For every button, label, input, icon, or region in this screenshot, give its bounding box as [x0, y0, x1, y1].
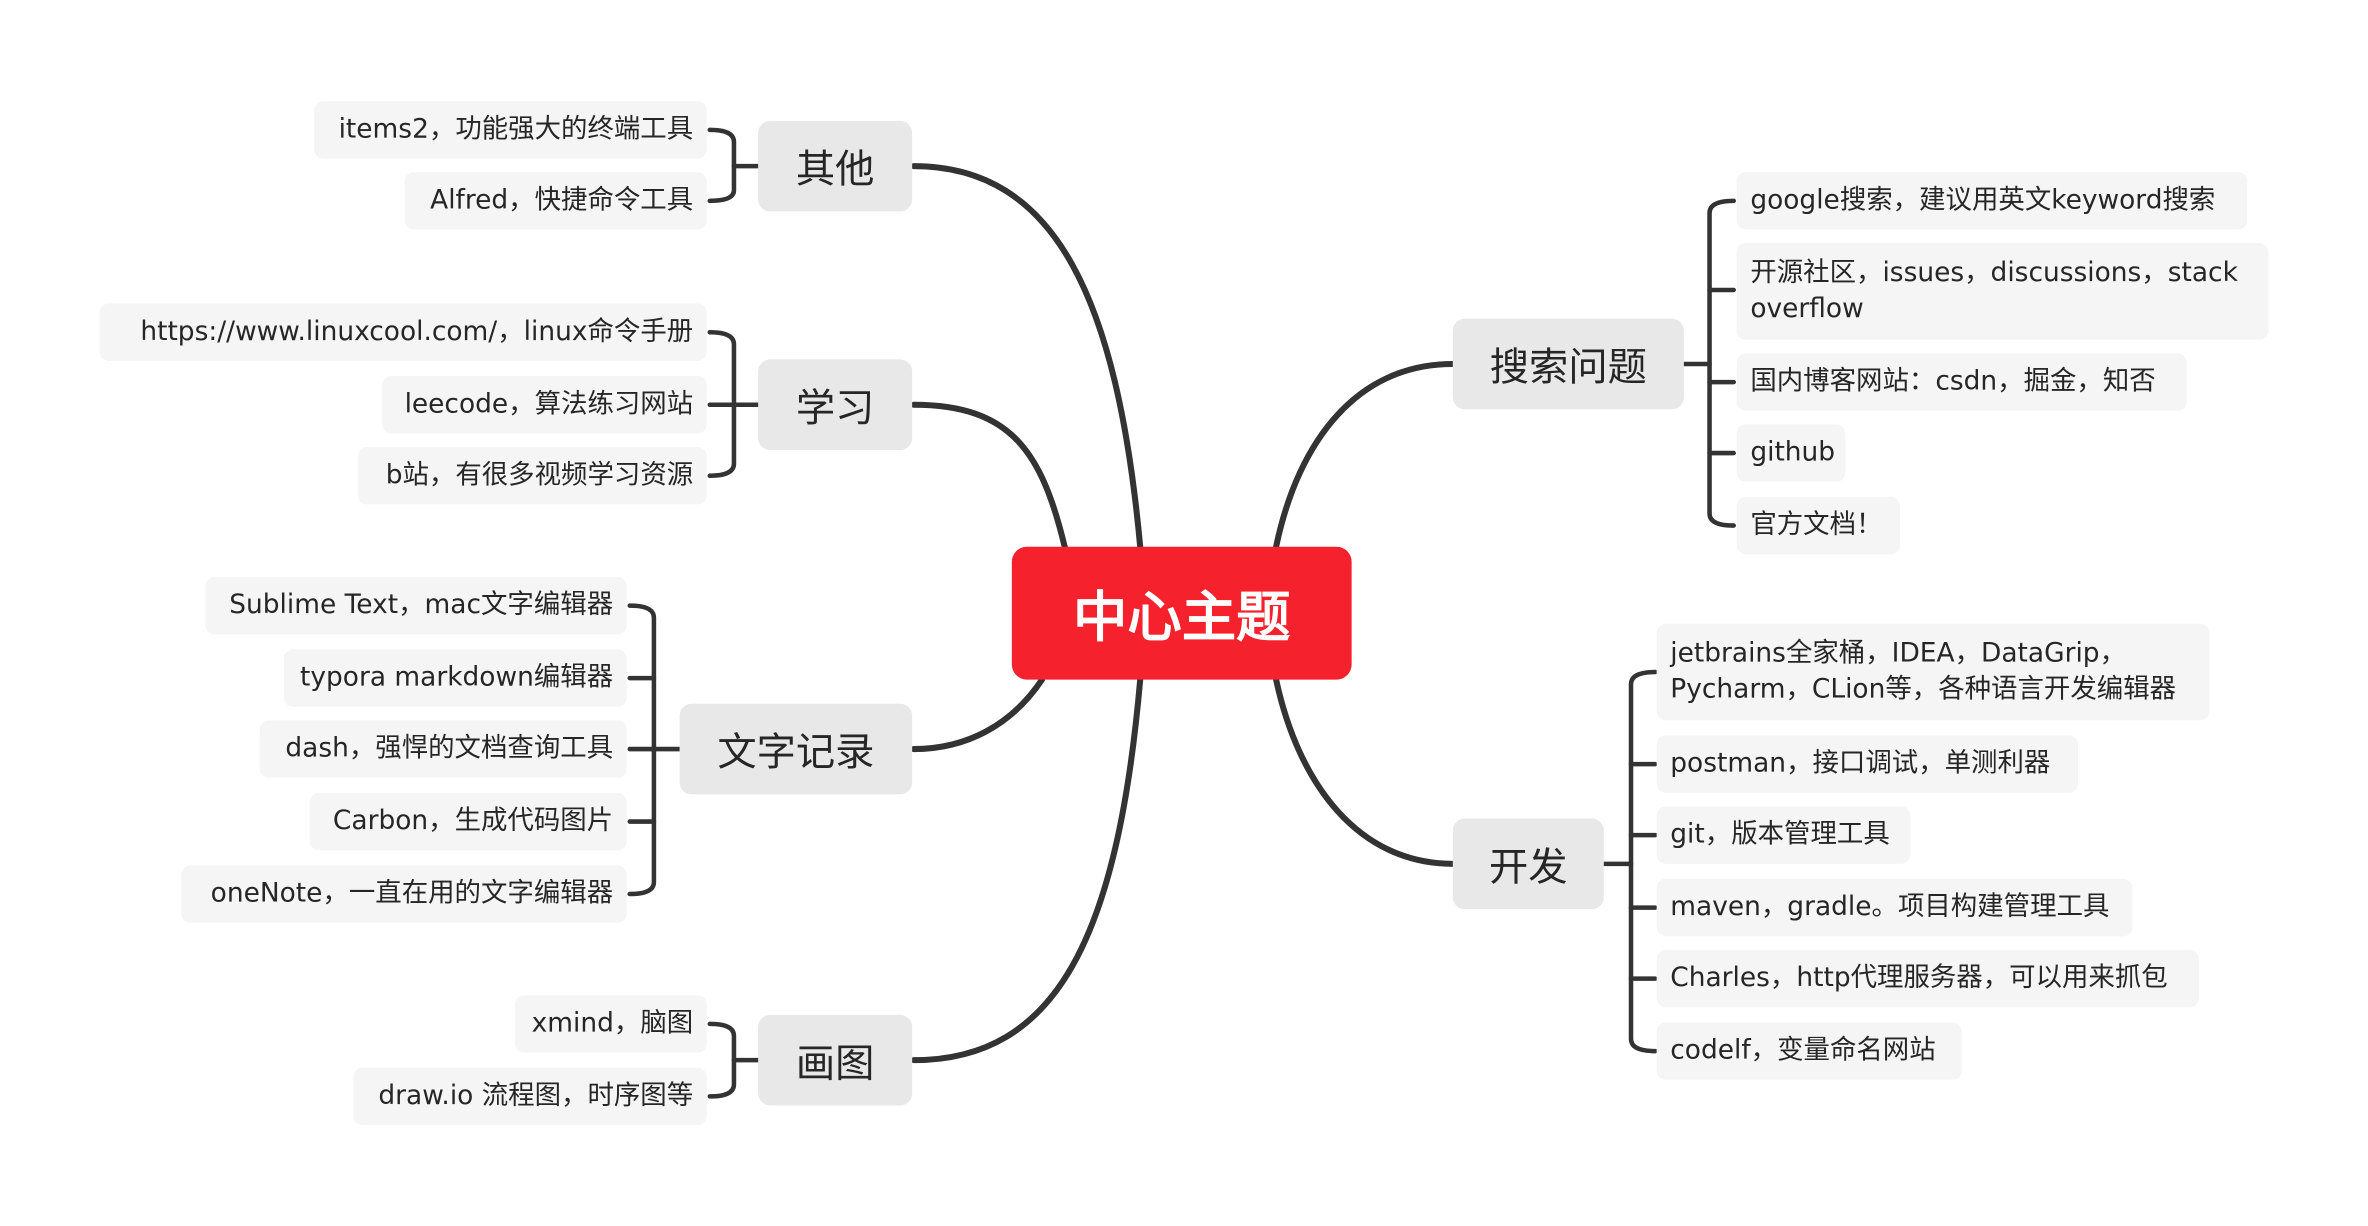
leaf-label: postman，接口调试，单测利器: [1670, 749, 2051, 780]
leaf-label: 官方文档！: [1750, 510, 1883, 541]
leaf-draw-2[interactable]: draw.io 流程图，时序图等: [353, 1067, 707, 1126]
branch-dev[interactable]: 开发: [1452, 818, 1604, 910]
leaf-dev-6[interactable]: codelf，变量命名网站: [1656, 1022, 1962, 1080]
leaf-label: 国内博客网站：csdn，掘金，知否: [1750, 366, 2156, 398]
leaf-other-2[interactable]: Alfred，快捷命令工具: [404, 172, 707, 230]
leaf-notes-5[interactable]: oneNote，一直在用的文字编辑器: [181, 865, 627, 923]
leaf-label: maven，gradle。项目构建管理工具: [1670, 892, 2110, 923]
branch-notes[interactable]: 文字记录: [679, 703, 913, 795]
branch-learn[interactable]: 学习: [758, 359, 913, 451]
branch-notes-label: 文字记录: [717, 730, 875, 776]
branch-learn-label: 学习: [795, 385, 875, 432]
leaf-label: Sublime Text，mac文字编辑器: [229, 590, 614, 621]
branch-dev-label: 开发: [1489, 844, 1568, 891]
branch-other[interactable]: 其他: [758, 120, 913, 212]
leaf-label: draw.io 流程图，时序图等: [378, 1081, 694, 1112]
leaf-notes-3[interactable]: dash，强悍的文档查询工具: [259, 720, 627, 778]
leaf-label: items2，功能强大的终端工具: [338, 114, 694, 145]
leaf-learn-1[interactable]: https://www.linuxcool.com/，linux命令手册: [99, 303, 707, 361]
leaf-learn-3[interactable]: b站，有很多视频学习资源: [357, 447, 707, 505]
leaf-dev-1[interactable]: jetbrains全家桶，IDEA，DataGrip，Pycharm，CLion…: [1656, 623, 2210, 721]
leaf-dev-3[interactable]: git，版本管理工具: [1656, 806, 1911, 864]
branch-draw-label: 画图: [795, 1041, 875, 1087]
leaf-label: github: [1750, 437, 1836, 469]
leaf-label: Charles，http代理服务器，可以用来抓包: [1670, 963, 2168, 994]
leaf-label: 开源社区，issues，discussions，stack overflow: [1750, 258, 2238, 325]
leaf-label: b站，有很多视频学习资源: [385, 460, 694, 491]
branch-other-label: 其他: [795, 147, 875, 193]
leaf-label: Alfred，快捷命令工具: [430, 185, 694, 216]
leaf-label: codelf，变量命名网站: [1670, 1035, 1936, 1067]
leaf-learn-2[interactable]: leecode，算法练习网站: [382, 376, 707, 434]
leaf-draw-1[interactable]: xmind，脑图: [514, 995, 707, 1053]
leaf-notes-2[interactable]: typora markdown编辑器: [283, 649, 627, 707]
leaf-label: dash，强悍的文档查询工具: [285, 733, 614, 765]
leaf-label: https://www.linuxcool.com/，linux命令手册: [140, 317, 694, 348]
link-dev: [1273, 676, 1456, 867]
leaf-label: jetbrains全家桶，IDEA，DataGrip，Pycharm，CLion…: [1670, 638, 2177, 706]
link-notes: [910, 676, 1046, 753]
leaf-notes-4[interactable]: Carbon，生成代码图片: [309, 792, 627, 851]
leaf-search-3[interactable]: 国内博客网站：csdn，掘金，知否: [1736, 353, 2187, 411]
leaf-other-1[interactable]: items2，功能强大的终端工具: [314, 101, 707, 159]
leaf-label: google搜索，建议用英文keyword搜索: [1750, 185, 2216, 216]
leaf-label: xmind，脑图: [531, 1008, 694, 1040]
leaf-dev-5[interactable]: Charles，http代理服务器，可以用来抓包: [1656, 949, 2199, 1008]
leaf-label: git，版本管理工具: [1670, 820, 1890, 851]
link-search: [1273, 360, 1456, 550]
leaf-label: leecode，算法练习网站: [404, 389, 694, 420]
leaf-label: oneNote，一直在用的文字编辑器: [210, 878, 614, 910]
leaf-search-5[interactable]: 官方文档！: [1736, 496, 1900, 555]
leaf-label: typora markdown编辑器: [300, 662, 614, 694]
branch-draw[interactable]: 画图: [758, 1014, 913, 1106]
branch-search[interactable]: 搜索问题: [1452, 318, 1684, 410]
central-topic-label: 中心主题: [1072, 587, 1291, 650]
link-draw: [910, 676, 1144, 1064]
leaf-dev-2[interactable]: postman，接口调试，单测利器: [1656, 735, 2079, 793]
leaf-notes-1[interactable]: Sublime Text，mac文字编辑器: [205, 576, 627, 635]
leaf-dev-4[interactable]: maven，gradle。项目构建管理工具: [1656, 878, 2133, 937]
leaf-search-2[interactable]: 开源社区，issues，discussions，stack overflow: [1736, 243, 2269, 340]
link-learn: [910, 401, 1068, 550]
branch-search-label: 搜索问题: [1489, 345, 1647, 391]
leaf-label: Carbon，生成代码图片: [332, 806, 614, 837]
leaf-search-4[interactable]: github: [1736, 424, 1846, 482]
central-topic[interactable]: 中心主题: [1011, 546, 1352, 680]
leaf-search-1[interactable]: google搜索，建议用英文keyword搜索: [1736, 172, 2248, 230]
link-other: [910, 163, 1144, 550]
